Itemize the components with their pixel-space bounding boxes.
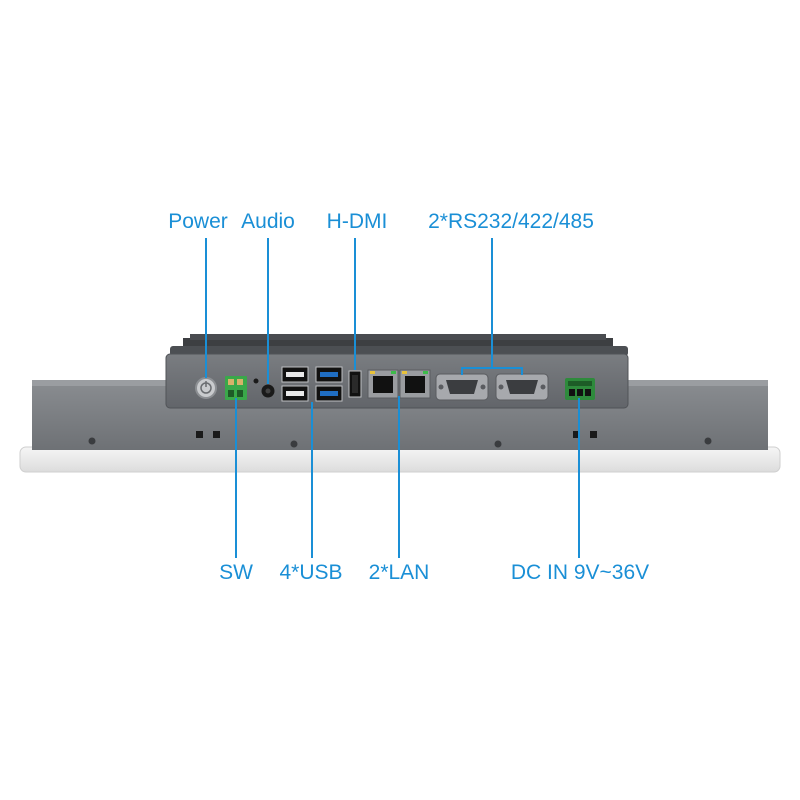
hdmi-port-icon[interactable]	[348, 370, 362, 398]
label-hdmi: H-DMI	[326, 210, 388, 233]
status-led-icon	[253, 378, 259, 384]
leader-lan	[398, 396, 400, 558]
leader-serial-left-drop	[461, 367, 463, 375]
vent-slots	[196, 431, 597, 438]
heatsink-fins	[183, 334, 613, 348]
label-dc-in: DC IN 9V~36V	[510, 561, 650, 584]
label-lan: 2*LAN	[368, 561, 430, 584]
leader-hdmi	[354, 238, 356, 370]
label-sw: SW	[219, 561, 253, 584]
leader-dc-in	[578, 398, 580, 558]
leader-serial-right-drop	[521, 367, 523, 375]
label-serial: 2*RS232/422/485	[428, 210, 594, 233]
leader-sw	[235, 398, 237, 558]
db9-port-icon[interactable]	[435, 373, 549, 401]
power-button-icon[interactable]	[195, 377, 217, 399]
front-bezel	[19, 446, 781, 473]
rj45-port-icon[interactable]	[367, 369, 431, 399]
chassis-screws	[88, 437, 712, 448]
leader-serial-vertical	[491, 238, 493, 368]
audio-jack-icon[interactable]	[261, 384, 275, 398]
label-usb: 4*USB	[279, 561, 343, 584]
leader-usb	[311, 402, 313, 558]
label-audio: Audio	[241, 210, 295, 233]
leader-power	[205, 238, 207, 378]
leader-serial-horizontal	[461, 367, 523, 369]
leader-audio	[267, 238, 269, 384]
terminal-block-icon[interactable]	[225, 376, 247, 400]
usb-port-icon[interactable]	[281, 366, 343, 402]
dc-terminal-icon[interactable]	[565, 378, 595, 400]
label-power: Power	[168, 210, 228, 233]
